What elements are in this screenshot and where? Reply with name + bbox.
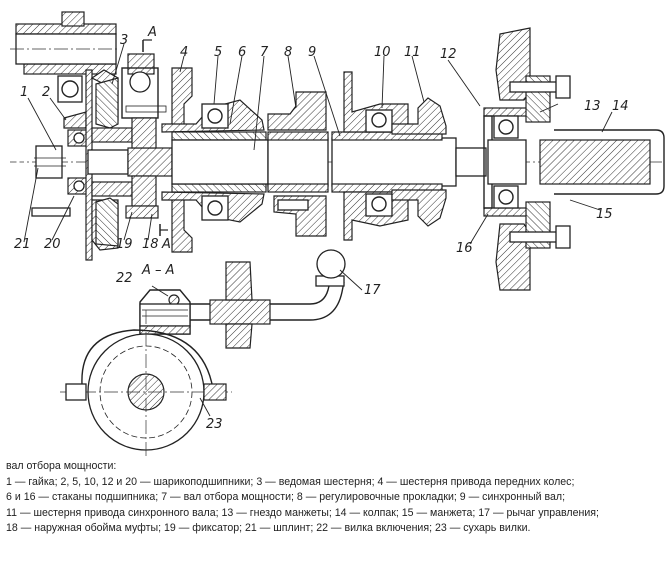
bearing-2-20 (63, 111, 91, 195)
label-3: 3 (120, 33, 128, 48)
caption-line-1: 1 — гайка; 2, 5, 10, 12 и 20 — шарикопод… (6, 475, 575, 488)
bearing-12 (487, 115, 527, 209)
label-11: 11 (404, 45, 421, 60)
gear-4 (171, 67, 193, 253)
label-14: 14 (612, 99, 629, 114)
label-2: 2 (42, 85, 50, 100)
driven-gear-3 (95, 77, 119, 247)
clutch-fork (121, 53, 167, 219)
label-23: 23 (206, 417, 223, 432)
pto-shaft-7 (171, 131, 487, 193)
shaft-left (87, 127, 173, 197)
bearing-10 (365, 109, 393, 217)
label-15: 15 (596, 207, 613, 222)
section-marker-label-bottom: А (161, 237, 171, 252)
label-1: 1 (20, 85, 28, 100)
section-marker-top: А (142, 25, 157, 52)
label-20: 20 (44, 237, 61, 252)
part-labels: 1 2 3 4 5 6 7 8 9 10 11 12 13 14 15 16 1… (14, 33, 629, 432)
section-marker-label-top: А (147, 25, 157, 40)
caption-title: вал отбора мощности: (6, 460, 117, 472)
label-6: 6 (238, 45, 246, 60)
shims-8 (267, 91, 327, 237)
label-16: 16 (456, 241, 473, 256)
label-22: 22 (116, 271, 133, 286)
label-18: 18 (142, 237, 159, 252)
section-a-a (60, 249, 346, 456)
label-4: 4 (180, 45, 188, 60)
label-17: 17 (364, 283, 381, 298)
seal-housing-13 (509, 75, 571, 249)
power-take-off-shaft-drawing: А А А – А 1 2 3 4 5 6 7 8 9 10 11 12 13 … (10, 11, 665, 456)
label-8: 8 (284, 45, 292, 60)
bearing-5 (201, 103, 229, 221)
label-5: 5 (214, 45, 222, 60)
label-10: 10 (374, 45, 391, 60)
figure-caption: вал отбора мощности: 1 — гайка; 2, 5, 10… (6, 459, 666, 537)
label-7: 7 (260, 45, 269, 60)
cap-left (16, 122, 71, 217)
caption-line-4: 18 — наружная обойма муфты; 19 — фиксато… (6, 522, 531, 534)
input-tube (10, 11, 120, 75)
label-21: 21 (14, 237, 31, 252)
section-label: А – А (141, 263, 175, 278)
cap-14 (539, 129, 665, 195)
section-marker-bottom: А (159, 224, 171, 252)
label-9: 9 (308, 45, 316, 60)
gear-11 (391, 97, 447, 227)
label-19: 19 (116, 237, 133, 252)
caption-line-2: 6 и 16 — стаканы подшипника; 7 — вал отб… (6, 491, 566, 503)
label-13: 13 (584, 99, 601, 114)
caption-line-3: 11 — шестерня привода синхронного вала; … (6, 506, 599, 519)
leader-lines (23, 43, 613, 417)
label-12: 12 (440, 47, 457, 62)
bearing-upper-left (57, 75, 83, 103)
